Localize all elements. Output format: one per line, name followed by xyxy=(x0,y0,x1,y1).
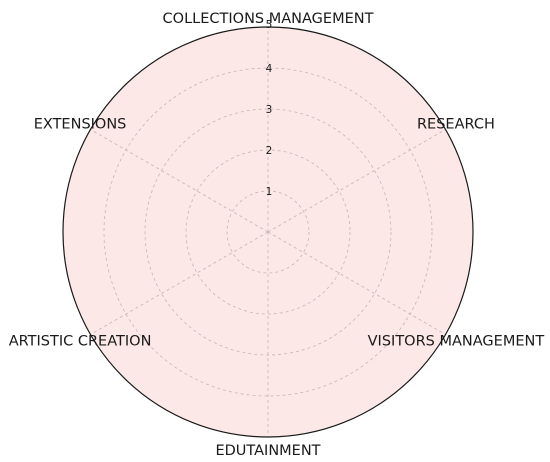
axis-label: EXTENSIONS xyxy=(34,117,127,133)
axis-label: VISITORS MANAGEMENT xyxy=(368,334,545,350)
axis-label: COLLECTIONS MANAGEMENT xyxy=(163,11,374,27)
grid-spoke xyxy=(90,129,269,233)
axis-label: RESEARCH xyxy=(417,117,495,133)
grid-ring xyxy=(185,149,351,315)
grid-spokes xyxy=(90,27,446,437)
grid-spoke xyxy=(267,231,446,335)
grid-spoke xyxy=(90,231,269,335)
axis-label: EDUTAINMENT xyxy=(215,443,320,459)
radial-tick-label: 2 xyxy=(266,145,273,157)
radial-tick-label: 5 xyxy=(266,19,273,31)
axis-labels: COLLECTIONS MANAGEMENT RESEARCH VISITORS M… xyxy=(9,11,545,459)
grid-spoke xyxy=(267,129,446,233)
grid-ring xyxy=(103,67,433,397)
radial-tick-label: 3 xyxy=(266,104,273,116)
radial-tick-label: 4 xyxy=(266,63,273,75)
radial-tick-labels: 1 2 3 4 5 xyxy=(266,19,273,198)
radial-tick-label: 1 xyxy=(266,186,273,198)
axis-label: ARTISTIC CREATION xyxy=(9,334,152,350)
grid-ring xyxy=(226,190,310,274)
plot-outline xyxy=(62,26,474,438)
